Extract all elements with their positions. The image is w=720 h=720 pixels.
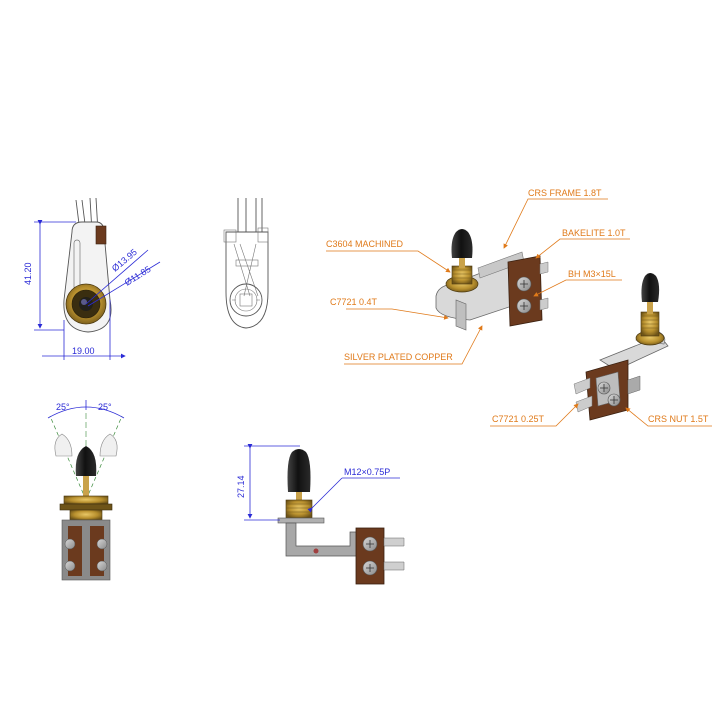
dim-inner-dia-label: Ø11.85 <box>123 264 153 288</box>
dim-outer-dia-label: Ø13.95 <box>110 247 139 274</box>
callout-c7721-top-label: C7721 0.4T <box>330 297 378 307</box>
view-iso-lower <box>573 273 669 421</box>
callout-c7721-top: C7721 0.4T <box>330 297 449 320</box>
view-front-angle <box>49 410 123 581</box>
callout-crs-nut-label: CRS NUT 1.5T <box>648 414 709 424</box>
dim-height-side-label: 41.20 <box>23 262 33 285</box>
callout-crs-frame-label: CRS FRAME 1.8T <box>528 188 602 198</box>
dim-lever-height: 27.14 <box>236 444 300 521</box>
dim-width-bottom: 19.00 <box>42 300 126 360</box>
view-side-elevation <box>277 449 405 585</box>
dim-thread-label: M12×0.75P <box>344 467 390 477</box>
callout-bakelite: BAKELITE 1.0T <box>535 228 630 259</box>
callout-silver-copper-label: SILVER PLATED COPPER <box>344 352 453 362</box>
view-iso-upper <box>435 229 549 331</box>
dim-angle-right-label: 25° <box>98 402 112 412</box>
view-rear-wireframe <box>223 198 269 329</box>
dim-thread: M12×0.75P <box>307 467 400 513</box>
callout-bh-screw: BH M3×15L <box>533 269 622 297</box>
callout-c7721-bottom: C7721 0.25T <box>490 403 579 427</box>
dim-angle-left-label: 25° <box>56 402 70 412</box>
dim-height-side: 41.20 <box>23 220 76 331</box>
view-side-profile <box>63 197 112 333</box>
callout-bakelite-label: BAKELITE 1.0T <box>562 228 626 238</box>
callout-bh-screw-label: BH M3×15L <box>568 269 616 279</box>
callout-c3604-label: C3604 MACHINED <box>326 239 404 249</box>
callout-crs-frame: CRS FRAME 1.8T <box>503 188 608 249</box>
callout-c3604: C3604 MACHINED <box>326 239 451 273</box>
callout-c7721-bottom-label: C7721 0.25T <box>492 414 545 424</box>
dim-angles: 25° 25° <box>47 400 125 419</box>
dim-lever-height-label: 27.14 <box>236 475 246 498</box>
callout-silver-copper: SILVER PLATED COPPER <box>344 325 483 365</box>
callout-crs-nut: CRS NUT 1.5T <box>625 407 712 427</box>
dim-width-bottom-label: 19.00 <box>72 346 95 356</box>
